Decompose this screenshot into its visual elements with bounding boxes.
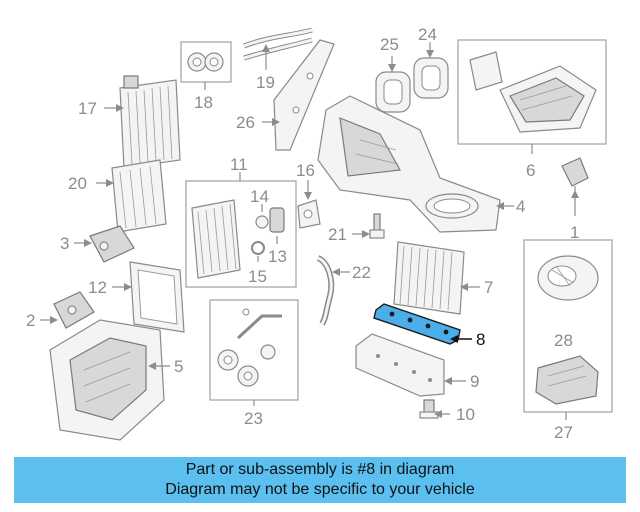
callout-8-highlighted: 8 — [476, 330, 485, 349]
info-banner: Part or sub-assembly is #8 in diagram Di… — [14, 457, 626, 503]
callout-1: 1 — [570, 223, 579, 242]
callout-10: 10 — [456, 405, 475, 424]
callout-16: 16 — [296, 161, 315, 180]
part-6-assembly — [469, 51, 597, 133]
callout-6: 6 — [526, 161, 535, 180]
part-24-gasket — [413, 57, 449, 99]
part-9-gasket — [355, 333, 445, 397]
banner-line-1: Part or sub-assembly is #8 in diagram — [185, 461, 455, 478]
part-17-heater-core — [119, 75, 181, 169]
callout-26: 26 — [236, 113, 255, 132]
callout-14: 14 — [250, 187, 269, 206]
callout-24: 24 — [418, 25, 437, 44]
callout-12: 12 — [88, 278, 107, 297]
part-26-bracket — [273, 39, 335, 151]
callout-19: 19 — [256, 73, 275, 92]
part-23-components — [217, 308, 282, 387]
callout-20: 20 — [68, 174, 87, 193]
part-27-blower-motor — [537, 255, 599, 301]
part-25-gasket — [375, 71, 411, 113]
part-15-oring — [251, 241, 265, 255]
part-14-valve — [255, 215, 269, 229]
callout-23: 23 — [244, 409, 263, 428]
part-21-bolt — [369, 213, 385, 239]
part-5-lower-housing — [49, 319, 165, 441]
part-19-pipes — [243, 27, 313, 61]
part-20-core — [111, 159, 167, 233]
part-18-clips — [187, 52, 224, 72]
part-12-frame — [129, 261, 185, 333]
group-box-23 — [209, 299, 299, 401]
part-1-sensor — [561, 157, 589, 216]
callout-22: 22 — [352, 263, 371, 282]
callout-21: 21 — [328, 225, 347, 244]
callout-27: 27 — [554, 423, 573, 442]
callout-11: 11 — [230, 155, 248, 174]
callout-7: 7 — [484, 278, 493, 297]
group-box-18 — [180, 41, 232, 83]
callout-13: 13 — [268, 247, 287, 266]
part-2-actuator — [53, 291, 95, 329]
part-13-fitting — [269, 207, 285, 233]
callout-18: 18 — [194, 93, 213, 112]
parts-diagram: 17 20 3 12 2 5 18 19 26 25 24 6 11 14 13… — [26, 25, 613, 442]
callout-28: 28 — [554, 331, 573, 350]
callout-5: 5 — [174, 357, 183, 376]
callout-9: 9 — [470, 372, 479, 391]
part-22-hose — [316, 255, 335, 326]
callout-17: 17 — [78, 99, 97, 118]
part-16-clip — [297, 199, 321, 229]
callout-3: 3 — [60, 234, 69, 253]
callout-2: 2 — [26, 311, 35, 330]
part-11-evaporator — [191, 199, 241, 279]
part-28-resistor — [535, 355, 599, 405]
part-7-cabin-filter — [393, 241, 465, 315]
callout-25: 25 — [380, 35, 399, 54]
part-10-screw — [419, 399, 439, 419]
group-box-11 — [185, 180, 297, 288]
banner-line-2: Diagram may not be specific to your vehi… — [165, 481, 475, 498]
callout-4: 4 — [516, 197, 525, 216]
group-box-27 — [523, 239, 613, 413]
part-4-main-housing — [317, 95, 501, 233]
callout-15: 15 — [248, 267, 267, 286]
part-3-actuator — [89, 225, 135, 263]
